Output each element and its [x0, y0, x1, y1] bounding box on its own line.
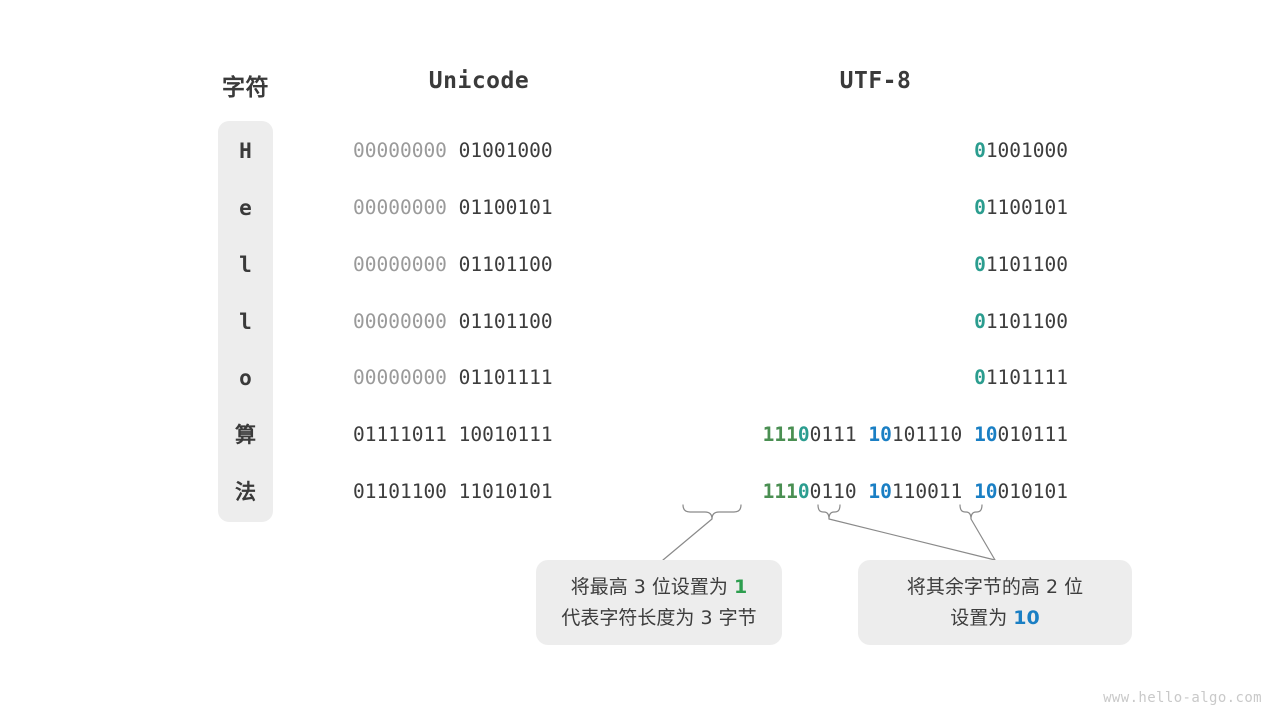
- utf8-marker-bits: 10: [974, 423, 998, 446]
- utf8-marker-bits: 10: [868, 423, 892, 446]
- character-cell: o: [239, 366, 252, 390]
- unicode-cell: 01101100 11010101: [353, 481, 553, 503]
- callout-left-line2: 代表字符长度为 3 字节: [561, 606, 757, 629]
- character-cell: e: [239, 196, 252, 220]
- leader-right-callout-a: [828, 518, 996, 561]
- unicode-low-byte: 11010101: [458, 480, 553, 503]
- callout-leading-bits: 将最高 3 位设置为 1 代表字符长度为 3 字节: [536, 560, 782, 645]
- utf8-cell: 01101111: [683, 367, 1068, 389]
- callout-left-line1-text: 将最高 3 位设置为: [570, 575, 734, 598]
- unicode-high-byte: 00000000: [353, 366, 447, 389]
- utf8-payload-bits: 1100101: [985, 196, 1068, 219]
- brace-continuation-2: [959, 504, 983, 520]
- unicode-low-byte: 01001000: [458, 139, 553, 162]
- watermark: www.hello-algo.com: [1103, 690, 1262, 706]
- brace-continuation-1: [817, 504, 841, 520]
- unicode-low-byte: 01101111: [458, 366, 553, 389]
- callout-left-line1: 将最高 3 位设置为 1: [571, 572, 747, 603]
- character-cell: 算: [235, 423, 256, 447]
- utf8-payload-bits: 101110: [891, 423, 963, 446]
- unicode-low-byte: 01101100: [458, 310, 553, 333]
- unicode-high-byte: 00000000: [353, 253, 447, 276]
- utf8-payload-bits: 1001000: [985, 139, 1068, 162]
- unicode-cell: 00000000 01101100: [353, 254, 553, 276]
- utf8-payload-bits: 1101111: [985, 366, 1068, 389]
- unicode-high-byte: 01111011: [353, 423, 447, 446]
- utf8-marker-bits: 10: [974, 480, 998, 503]
- unicode-cell: 00000000 01001000: [353, 140, 553, 162]
- unicode-low-byte: 01100101: [458, 196, 553, 219]
- column-header-unicode: Unicode: [428, 68, 530, 94]
- callout-left-emphasis-1: 1: [733, 575, 748, 598]
- utf8-payload-bits: 010101: [997, 480, 1068, 503]
- utf8-payload-bits: 0110: [809, 480, 857, 503]
- utf8-marker-bits: 0: [974, 253, 986, 276]
- brace-leading-bits: [682, 504, 742, 520]
- utf8-payload-bits: 1101100: [985, 253, 1068, 276]
- column-header-character: 字符: [222, 75, 269, 101]
- utf8-payload-bits: 110011: [891, 480, 963, 503]
- utf8-marker-bits: 0: [974, 310, 986, 333]
- callout-right-line2-text: 设置为: [950, 606, 1014, 629]
- callout-right-line2: 设置为 10: [950, 603, 1040, 634]
- utf8-cell: 11100110 10110011 10010101: [683, 481, 1068, 503]
- utf8-marker-bits: 111: [762, 480, 798, 503]
- leader-left-callout: [662, 518, 713, 561]
- utf8-marker-bits: 0: [974, 366, 986, 389]
- leader-right-callout-b: [970, 518, 996, 561]
- callout-right-emphasis-10: 10: [1013, 606, 1040, 629]
- unicode-high-byte: 00000000: [353, 139, 447, 162]
- character-cell: 法: [235, 480, 256, 504]
- utf8-marker-bits: 111: [762, 423, 798, 446]
- utf8-payload-bits: 1101100: [985, 310, 1068, 333]
- utf8-cell: 11100111 10101110 10010111: [683, 424, 1068, 446]
- utf8-marker-bits: 0: [974, 196, 986, 219]
- utf8-marker-bits: 10: [868, 480, 892, 503]
- unicode-low-byte: 10010111: [458, 423, 553, 446]
- unicode-high-byte: 01101100: [353, 480, 447, 503]
- unicode-cell: 00000000 01101100: [353, 311, 553, 333]
- utf8-cell: 01101100: [683, 254, 1068, 276]
- utf8-cell: 01101100: [683, 311, 1068, 333]
- callout-right-line1: 将其余字节的高 2 位: [906, 575, 1084, 598]
- unicode-cell: 00000000 01101111: [353, 367, 553, 389]
- utf8-cell: 01100101: [683, 197, 1068, 219]
- utf8-cell: 01001000: [683, 140, 1068, 162]
- unicode-cell: 01111011 10010111: [353, 424, 553, 446]
- character-cell: H: [239, 139, 252, 163]
- unicode-cell: 00000000 01100101: [353, 197, 553, 219]
- unicode-low-byte: 01101100: [458, 253, 553, 276]
- column-header-utf8: UTF-8: [839, 68, 912, 94]
- utf8-payload-bits: 010111: [997, 423, 1068, 446]
- unicode-high-byte: 00000000: [353, 310, 447, 333]
- character-cell: l: [239, 310, 252, 334]
- utf8-marker-bits-2: 0: [797, 423, 810, 446]
- callout-continuation-bits: 将其余字节的高 2 位 设置为 10: [858, 560, 1132, 645]
- unicode-high-byte: 00000000: [353, 196, 447, 219]
- utf8-marker-bits: 0: [974, 139, 986, 162]
- utf8-payload-bits: 0111: [809, 423, 857, 446]
- character-cell: l: [239, 253, 252, 277]
- utf8-marker-bits-2: 0: [797, 480, 810, 503]
